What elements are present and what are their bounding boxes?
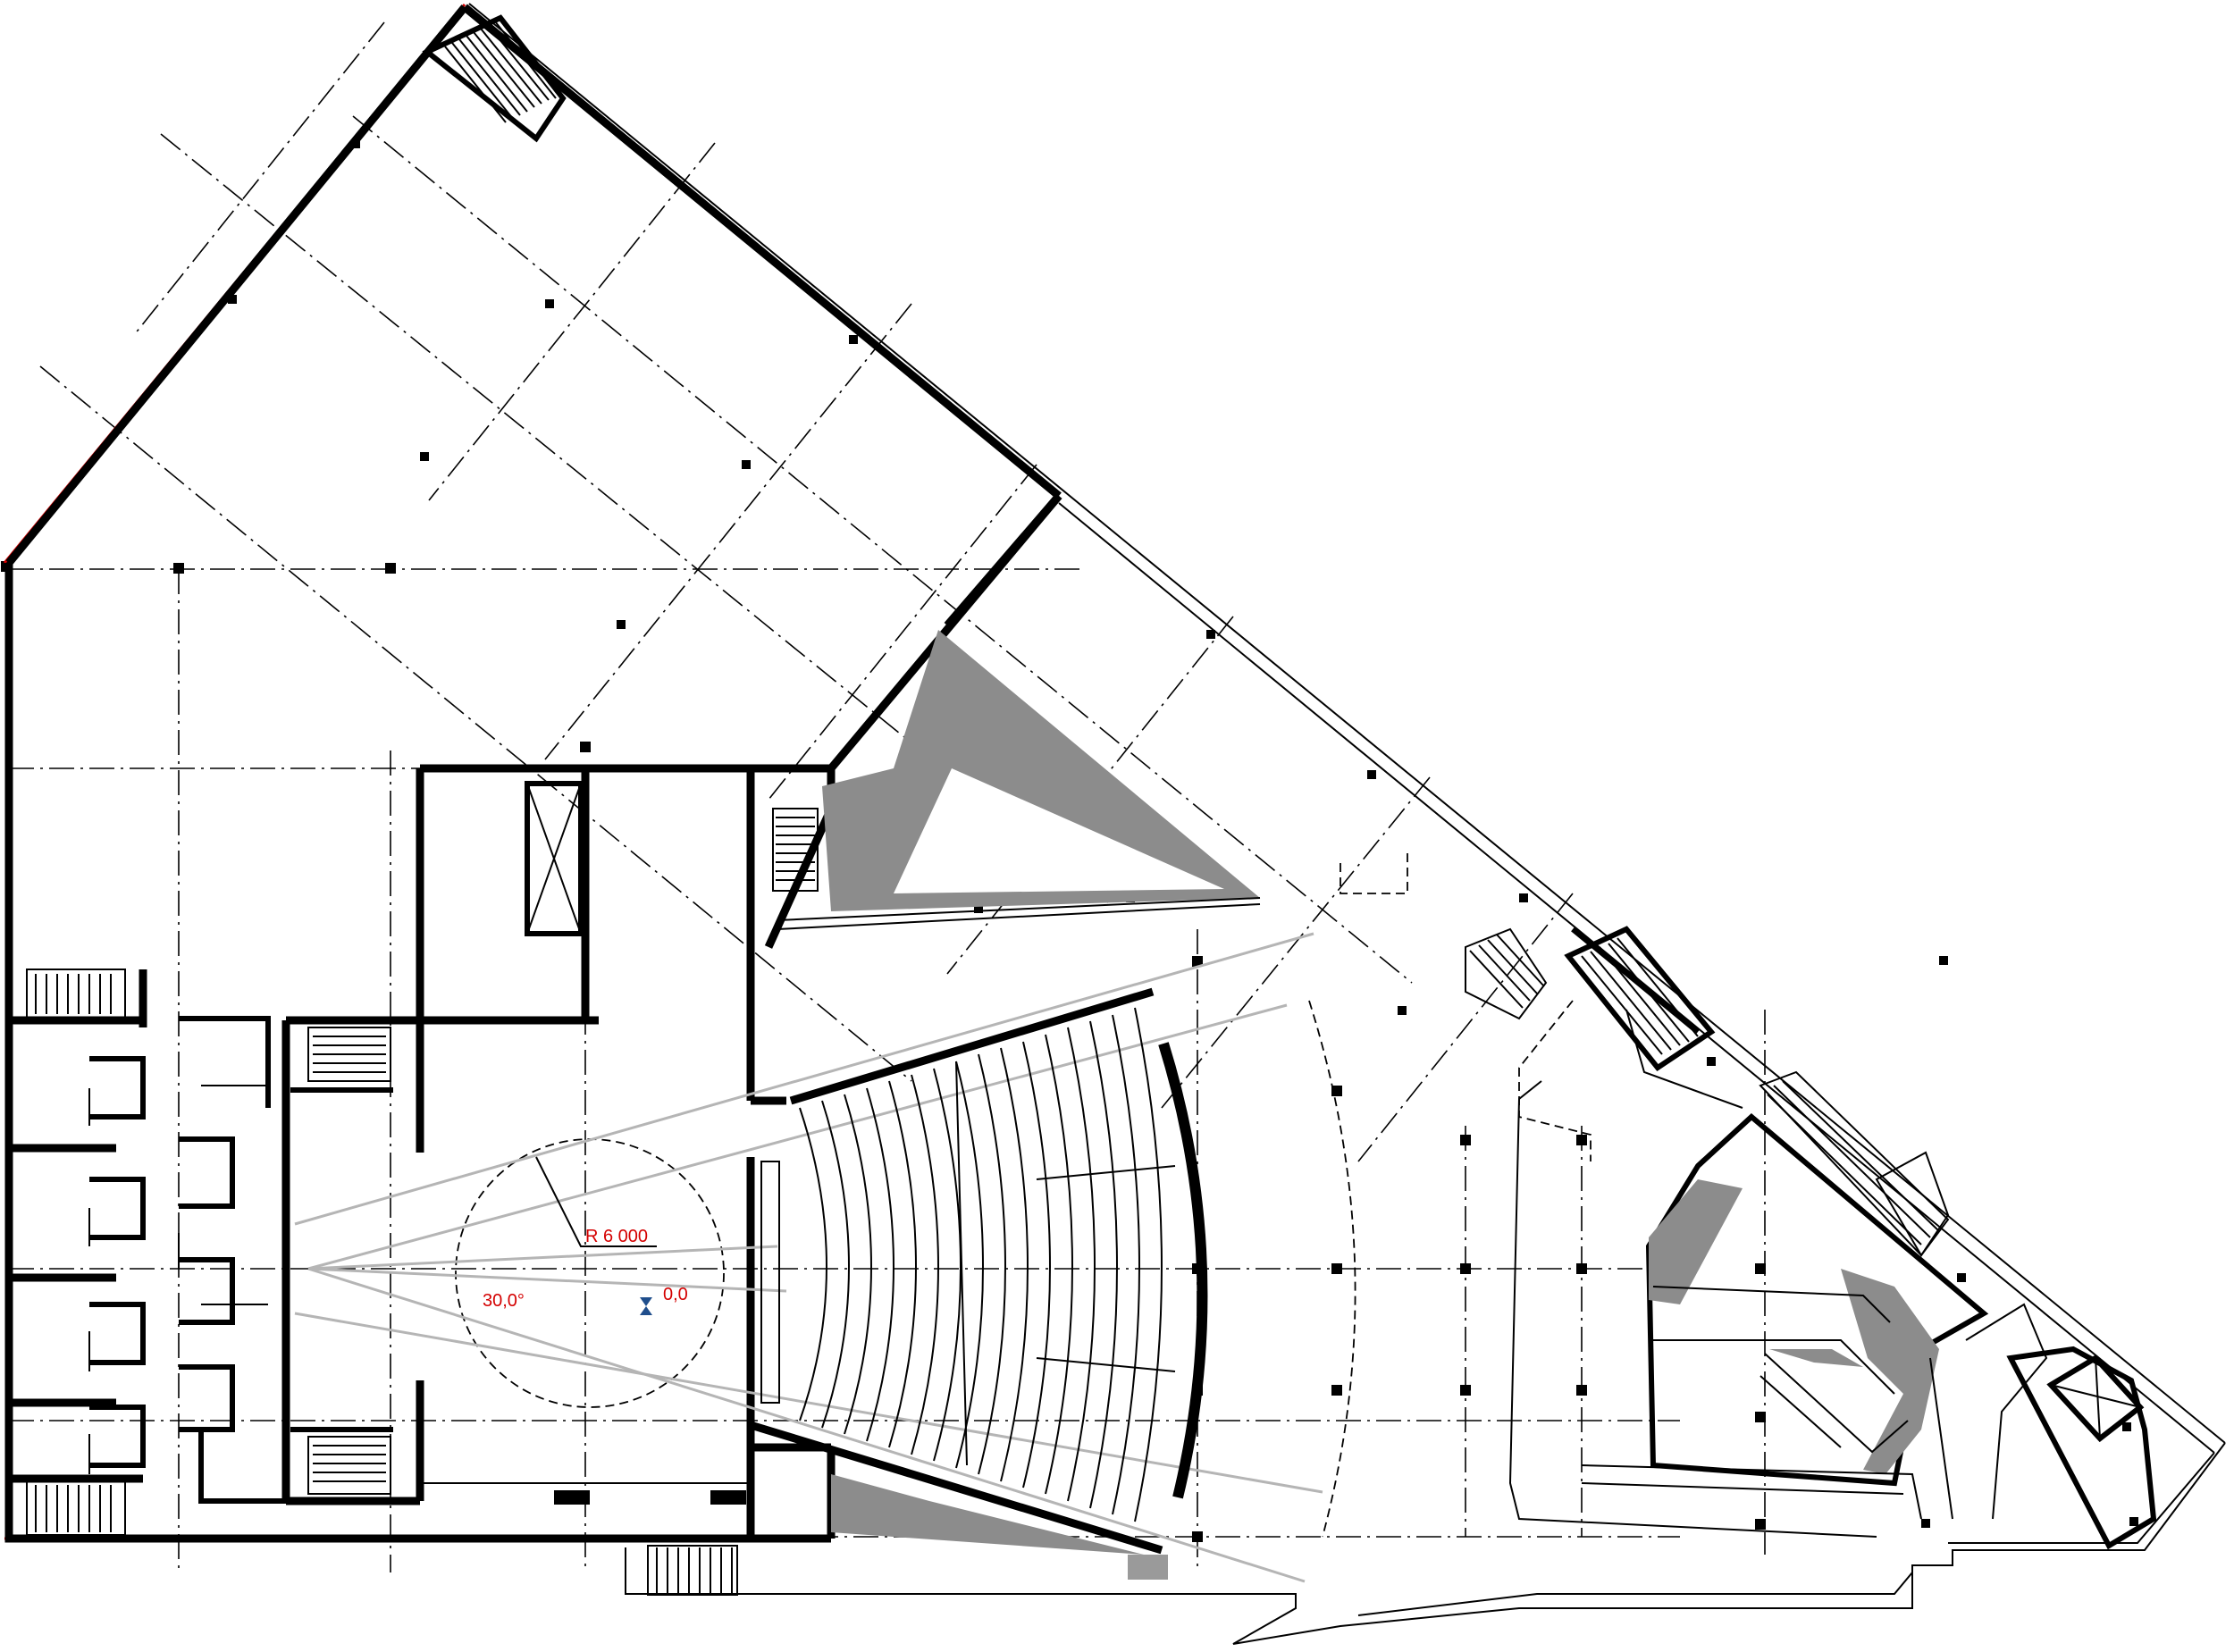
auditorium bbox=[749, 630, 1356, 1580]
stair-ne bbox=[1564, 926, 1716, 1072]
stair-east bbox=[1759, 1070, 1950, 1257]
radius-label: R 6 000 bbox=[585, 1227, 648, 1246]
stair-backstage-lower bbox=[307, 1436, 391, 1495]
elevator-east bbox=[2046, 1354, 2145, 1443]
elevator-shaft bbox=[525, 781, 584, 936]
central-core bbox=[281, 764, 836, 1596]
stair-core bbox=[772, 808, 819, 892]
stair-west-upper bbox=[26, 969, 126, 1019]
angle-label: 30,0° bbox=[483, 1291, 525, 1311]
stair-nw bbox=[422, 14, 567, 143]
dressing-rooms bbox=[9, 969, 286, 1536]
stair-south bbox=[647, 1545, 738, 1596]
stair-west-lower bbox=[26, 1480, 126, 1536]
stair-backstage-upper bbox=[307, 1027, 391, 1082]
north-hall bbox=[422, 14, 1062, 771]
hourglass-marker-icon bbox=[640, 1297, 652, 1315]
east-wing bbox=[1340, 853, 2157, 1550]
stair-corridor bbox=[1465, 927, 1548, 1020]
origin-label: 0,0 bbox=[663, 1285, 688, 1304]
stage-area: R 6 000 30,0° 0,0 bbox=[294, 932, 1323, 1583]
structural-grid bbox=[1, 21, 2138, 1572]
